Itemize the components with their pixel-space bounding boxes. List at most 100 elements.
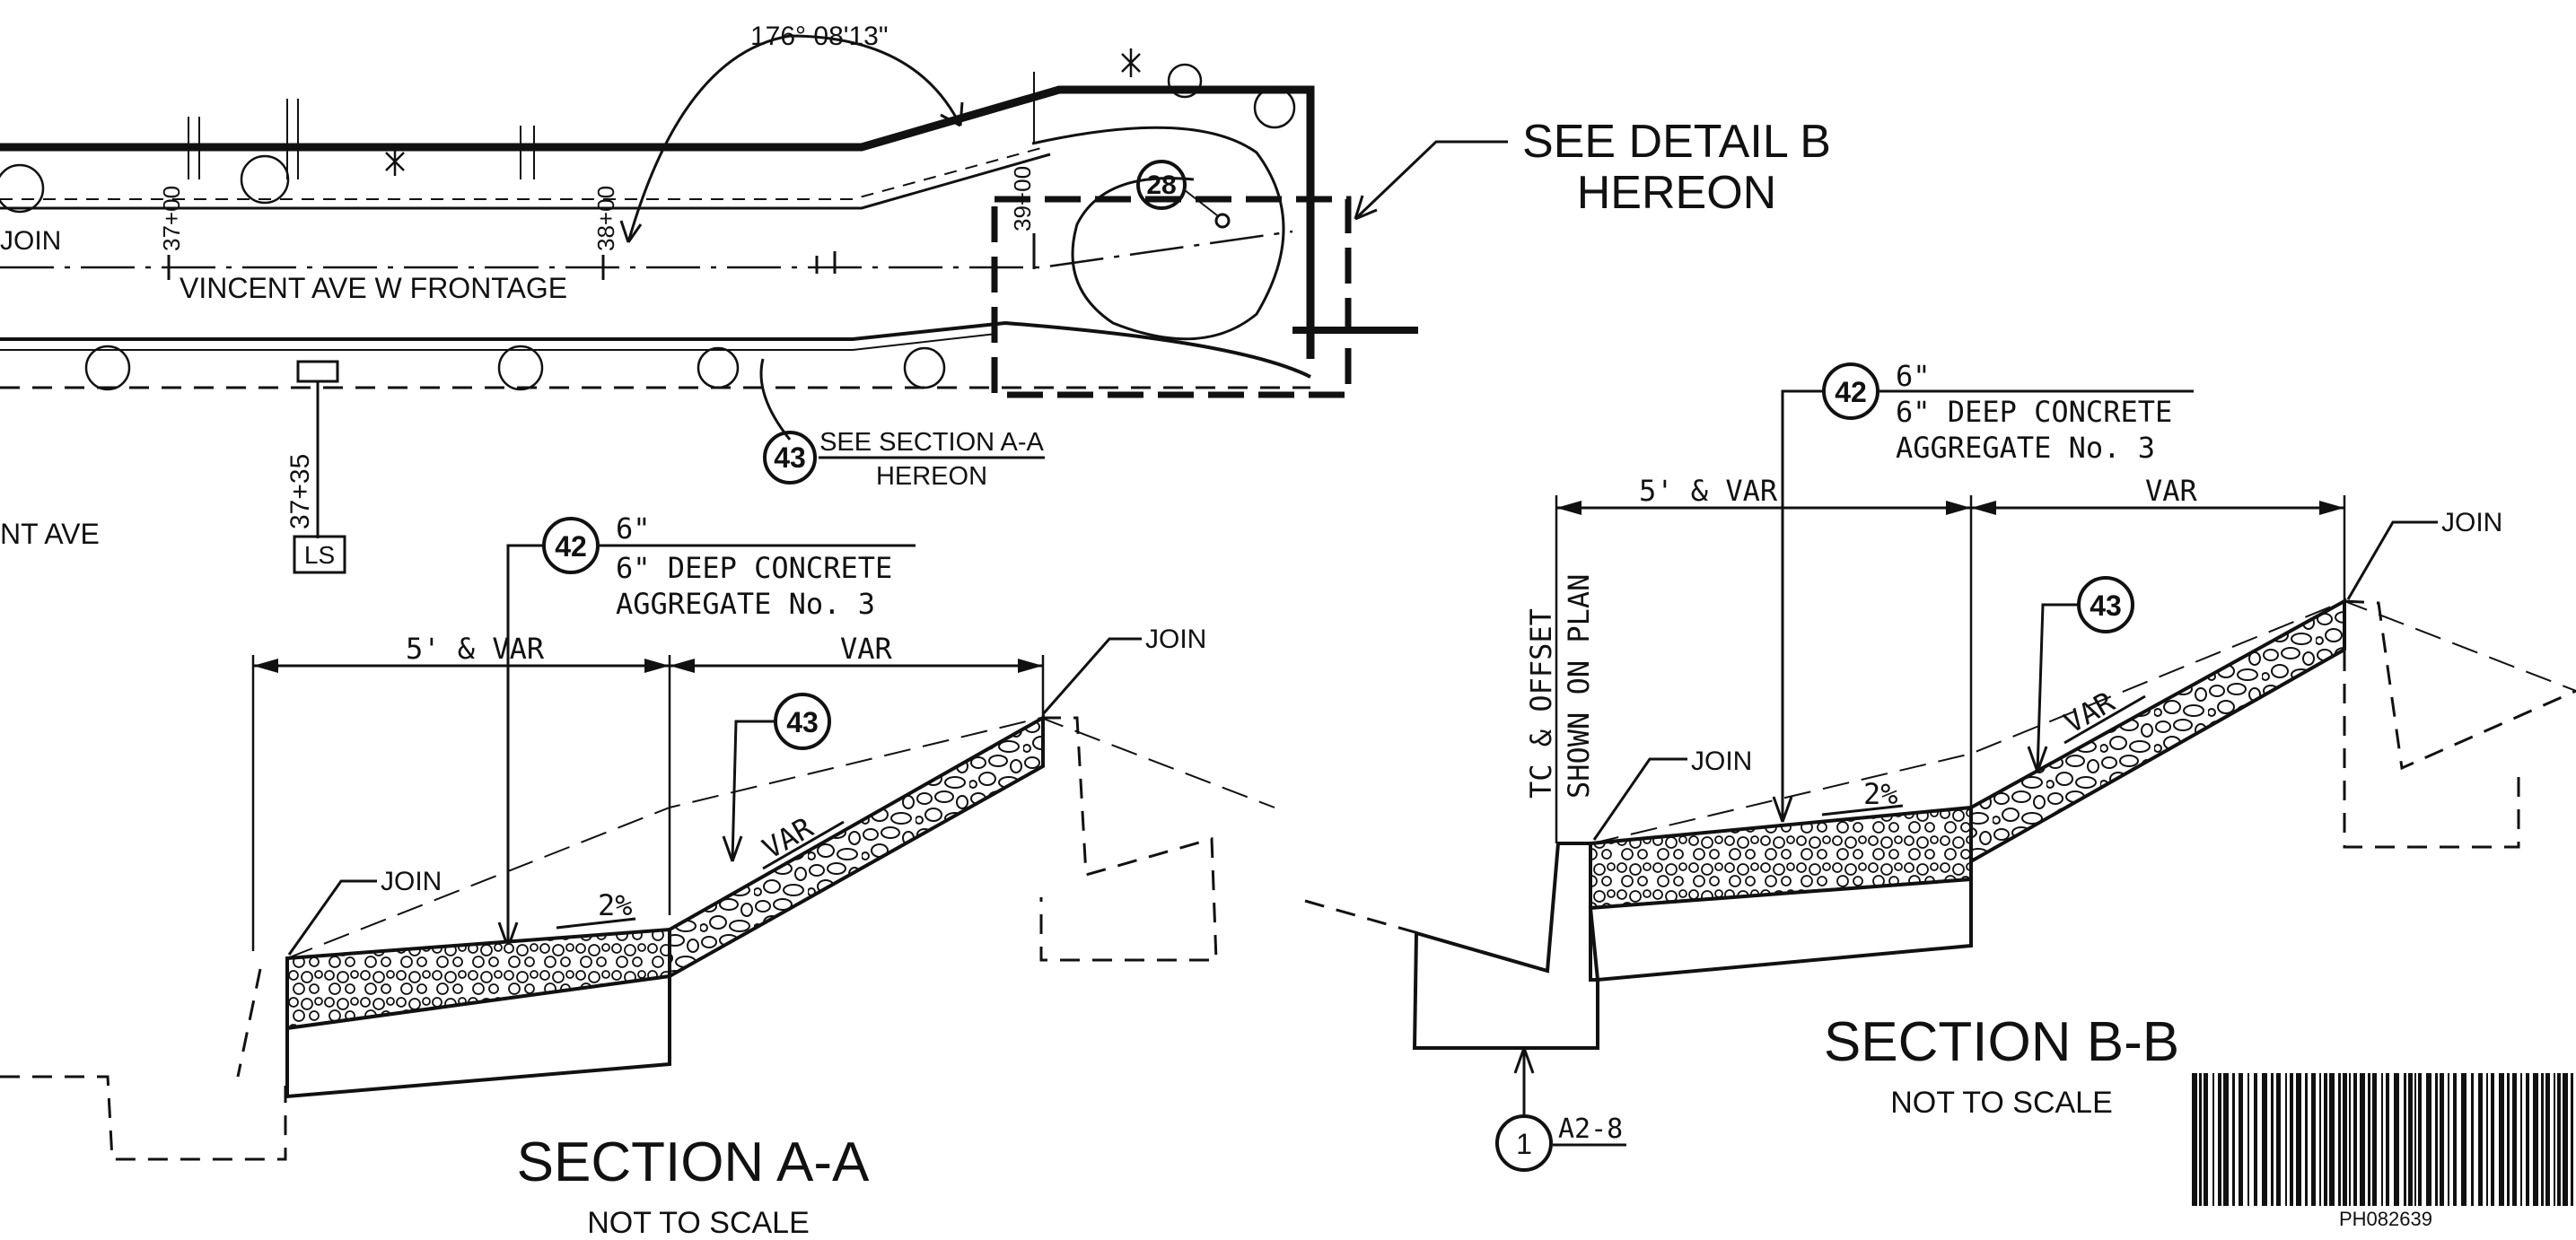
barcode-bar: [2448, 1073, 2449, 1206]
station-39-label: 39+00: [1009, 166, 1036, 231]
barcode-bar: [2557, 1073, 2561, 1206]
angle-label: 176° 08'13": [750, 22, 889, 51]
section-a-join-left: JOIN: [381, 867, 442, 896]
street-name-label: VINCENT AVE W FRONTAGE: [180, 272, 567, 304]
section-a-join-left-leader: [287, 879, 377, 956]
detail-b-arrow: [1354, 195, 1378, 221]
barcode-bar: [2254, 1073, 2257, 1206]
barcode-bar: [2418, 1073, 2422, 1206]
barcode-bar: [2435, 1073, 2438, 1206]
section-b-join-right: JOIN: [2441, 508, 2502, 537]
section-b-join-right-leader: [2346, 520, 2438, 600]
see-section-hereon-label: HEREON: [876, 462, 987, 491]
barcode-bar: [2324, 1073, 2327, 1206]
barcode-bar: [2533, 1073, 2538, 1206]
barcode-bar: [2212, 1073, 2214, 1206]
section-a-43-arrow: [722, 835, 743, 862]
barcode-bar: [2353, 1073, 2357, 1206]
barcode-bar: [2426, 1073, 2431, 1206]
barcode-bar: [2386, 1073, 2389, 1206]
property-line: [0, 85, 1315, 359]
section-b-callout-43-label: 43: [2090, 589, 2122, 622]
section-b-join-left-leader: [1592, 757, 1687, 841]
section-b-existing-right: [2343, 599, 2576, 849]
section-a-pct-arrow: [556, 917, 636, 930]
section-a-43-leader: [731, 720, 775, 862]
street-name-left-label: NT AVE: [0, 518, 100, 550]
plan-view: LS 37+35 37+00 38+00 39+00 JOIN VINCENT …: [0, 22, 1831, 574]
section-a-a: 42 6" 6" DEEP CONCRETE AGGREGATE No. 3 5…: [0, 511, 1275, 1240]
barcode-bar: [2311, 1073, 2316, 1206]
barcode-bar: [2507, 1073, 2510, 1206]
section-b-title: SECTION B-B: [1824, 1011, 2179, 1073]
section-a-existing-grade: [286, 716, 1275, 959]
barcode: [2192, 1073, 2573, 1206]
ls-structure: [296, 360, 339, 383]
callout-43-leader: [759, 358, 792, 441]
barcode-bar: [2223, 1073, 2229, 1206]
section-b-ref-arrow: [1513, 1047, 1535, 1074]
barcode-bar: [2338, 1073, 2341, 1206]
section-b-base: [1588, 877, 1973, 982]
barcode-bar: [2368, 1073, 2370, 1206]
section-a-callout-43-label: 43: [786, 706, 819, 738]
gutter-line: [0, 333, 997, 351]
barcode-bar: [2394, 1073, 2399, 1206]
barcode-bar: [2499, 1073, 2504, 1206]
section-b-pct-arrow: [1821, 804, 1904, 816]
section-b-tc-offset: TC & OFFSET: [1524, 608, 1558, 799]
section-b-shown-on-plan: SHOWN ON PLAN: [1562, 574, 1596, 799]
section-a-base: [285, 974, 671, 1099]
barcode-bar: [2285, 1073, 2287, 1206]
barcode-bar: [2563, 1073, 2568, 1206]
barcode-bar: [2520, 1073, 2522, 1206]
barcode-bar: [2404, 1073, 2406, 1206]
callout-28-circle: [1136, 160, 1187, 210]
angle-arc: [626, 34, 962, 243]
ls-label: LS: [304, 541, 335, 569]
detail-b-label: SEE DETAIL B: [1522, 116, 1831, 168]
section-b-dim-left: 5' & VAR: [1639, 474, 1778, 508]
angle-arrow-left: [619, 220, 643, 243]
section-b-ref-sheet: A2-8: [1558, 1113, 1623, 1145]
station-37-35-label: 37+35: [285, 454, 315, 529]
angle-arrow-right: [940, 101, 964, 127]
walk-dash-line: [0, 147, 1042, 200]
section-b-callout-42-label: 42: [1835, 376, 1867, 408]
callout-28-label: 28: [1146, 170, 1176, 200]
section-a-existing-curb: [236, 968, 262, 1078]
cul-de-sac-curb: [1031, 126, 1285, 341]
detail-b-leader: [1354, 140, 1508, 221]
plan-join-label: JOIN: [0, 226, 61, 256]
detail-b-hereon-label: HEREON: [1577, 167, 1776, 219]
callout-43-circle: [763, 431, 817, 485]
barcode-bar: [2545, 1073, 2550, 1206]
barcode-bar: [2305, 1073, 2308, 1206]
section-a-title: SECTION A-A: [517, 1131, 870, 1193]
section-b-ref-num: 1: [1516, 1128, 1532, 1160]
section-a-existing-right: [1039, 716, 1218, 962]
section-a-slope-arrow: [762, 820, 845, 870]
section-a-42-leader: [506, 544, 544, 947]
section-a-dim-arrows: [253, 659, 1043, 673]
barcode-bar: [2414, 1073, 2416, 1206]
section-b-existing-left: [1304, 899, 1419, 935]
section-b-material-2: AGGREGATE No. 3: [1896, 431, 2155, 465]
section-b-curb: [1412, 842, 1599, 1050]
section-a-dim-right: VAR: [840, 632, 893, 666]
section-a-rock-slope: [668, 714, 1045, 980]
section-b-slope-pct: 2%: [1863, 777, 1898, 811]
section-a-thickness: 6": [616, 511, 651, 546]
barcode-bar: [2541, 1073, 2544, 1206]
barcode-bar: [2247, 1073, 2249, 1206]
barcode-bar: [2486, 1073, 2488, 1206]
barcode-bar: [2290, 1073, 2293, 1206]
section-b-material-1: 6" DEEP CONCRETE: [1896, 395, 2172, 429]
barcode-bar: [2491, 1073, 2494, 1206]
barcode-bar: [2218, 1073, 2221, 1206]
section-a-dim-left: 5' & VAR: [406, 632, 545, 666]
back-of-walk: [0, 153, 1051, 210]
section-a-join-right: JOIN: [1145, 624, 1206, 654]
barcode-bar: [2204, 1073, 2208, 1206]
